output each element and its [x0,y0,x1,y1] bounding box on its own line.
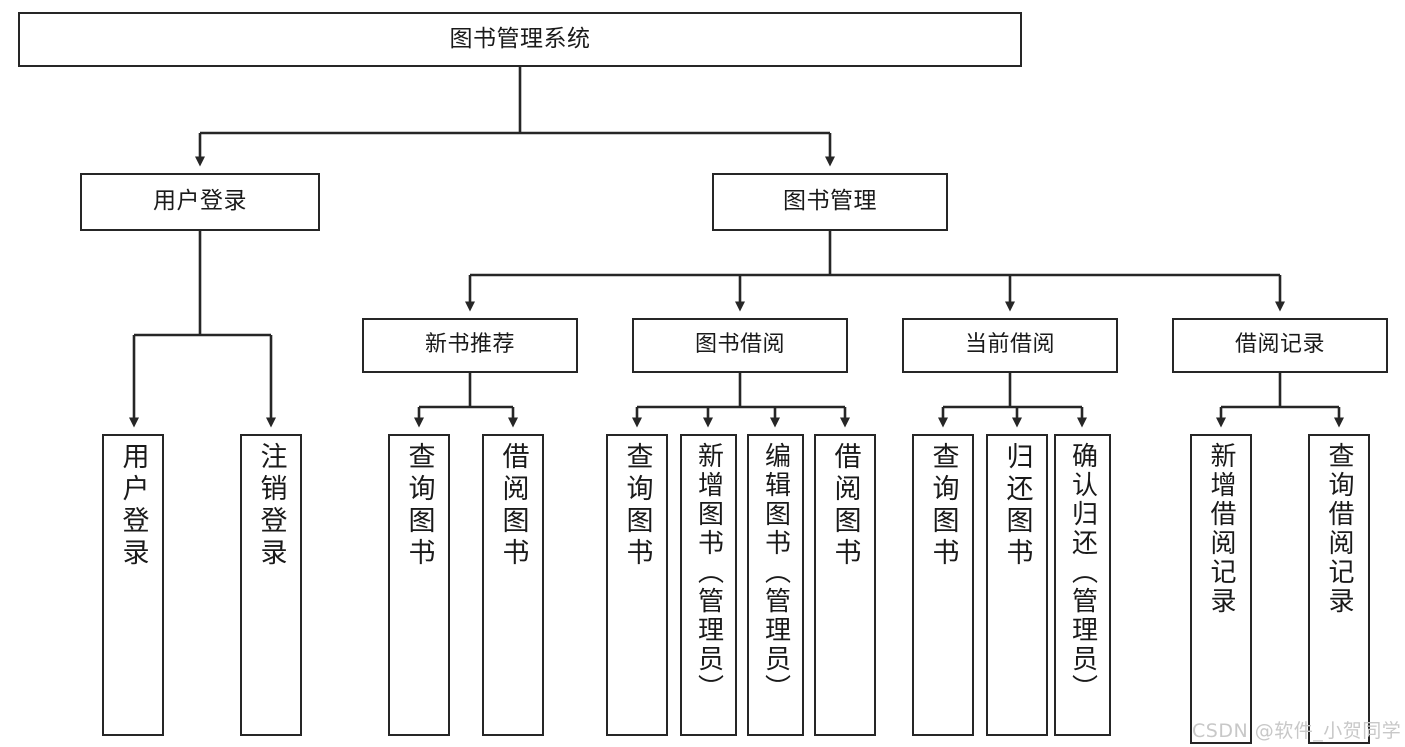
leaf-borrow-book-new-label: 借阅图书 [497,442,529,570]
leaf-add-borrow-record[interactable]: 新增借阅记录 [1190,434,1252,744]
leaf-query-borrow-record-label: 查询借阅记录 [1324,442,1354,616]
leaf-return-book[interactable]: 归还图书 [986,434,1048,736]
watermark: CSDN @软件_小贺同学 [1192,720,1402,742]
node-borrow-record[interactable]: 借阅记录 [1172,318,1388,373]
leaf-borrow-book-label: 借阅图书 [829,442,861,570]
leaf-borrow-book[interactable]: 借阅图书 [814,434,876,736]
leaf-query-borrow-record[interactable]: 查询借阅记录 [1308,434,1370,744]
node-new-book-recommend[interactable]: 新书推荐 [362,318,578,373]
leaf-add-book-admin[interactable]: 新增图书（管理员） [680,434,737,736]
leaf-borrow-book-new[interactable]: 借阅图书 [482,434,544,736]
node-book-borrow[interactable]: 图书借阅 [632,318,848,373]
node-borrow-record-label: 借阅记录 [1234,332,1325,358]
node-user-login[interactable]: 用户登录 [80,173,320,231]
node-root-label: 图书管理系统 [449,25,591,52]
leaf-query-book-borrow-label: 查询图书 [621,442,653,570]
leaf-add-borrow-record-label: 新增借阅记录 [1206,442,1236,616]
leaf-confirm-return-admin-label: 确认归还（管理员） [1067,442,1098,703]
node-book-management[interactable]: 图书管理 [712,173,948,231]
leaf-user-login[interactable]: 用户登录 [102,434,164,736]
leaf-query-book-new-label: 查询图书 [403,442,435,570]
leaf-query-book-current[interactable]: 查询图书 [912,434,974,736]
node-current-borrow-label: 当前借阅 [964,332,1055,358]
leaf-return-book-label: 归还图书 [1001,442,1033,570]
node-root[interactable]: 图书管理系统 [18,12,1022,67]
leaf-query-book-current-label: 查询图书 [927,442,959,570]
node-book-management-label: 图书管理 [783,188,877,215]
node-current-borrow[interactable]: 当前借阅 [902,318,1118,373]
node-book-borrow-label: 图书借阅 [694,332,785,358]
leaf-logout-label: 注销登录 [255,442,287,570]
leaf-confirm-return-admin[interactable]: 确认归还（管理员） [1054,434,1111,736]
leaf-add-book-admin-label: 新增图书（管理员） [693,442,724,703]
node-user-login-label: 用户登录 [153,188,247,215]
leaf-query-book-new[interactable]: 查询图书 [388,434,450,736]
leaf-query-book-borrow[interactable]: 查询图书 [606,434,668,736]
leaf-logout[interactable]: 注销登录 [240,434,302,736]
node-new-book-recommend-label: 新书推荐 [424,332,515,358]
leaf-edit-book-admin[interactable]: 编辑图书（管理员） [747,434,804,736]
leaf-edit-book-admin-label: 编辑图书（管理员） [760,442,791,703]
leaf-user-login-label: 用户登录 [117,442,149,570]
